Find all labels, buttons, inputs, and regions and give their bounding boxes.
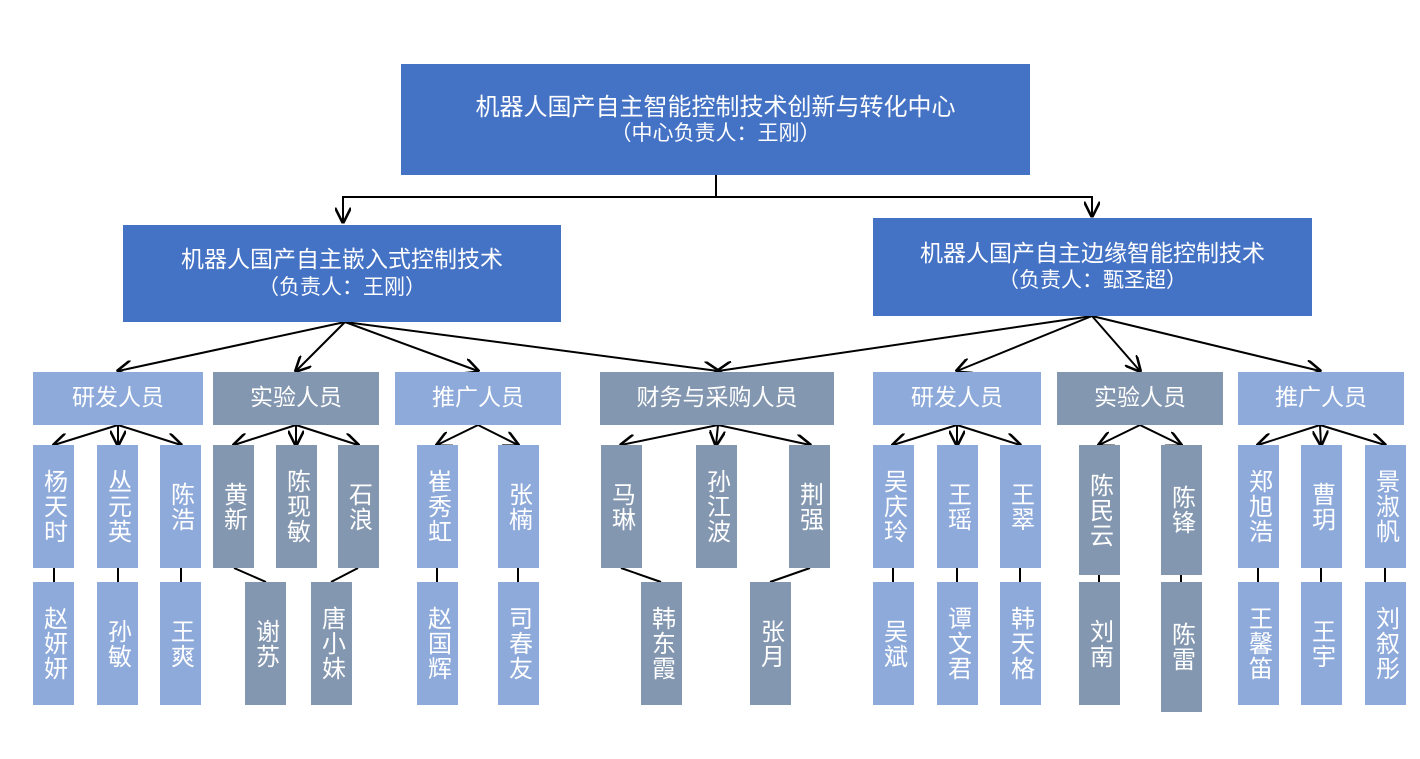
- center-title: 机器人国产自主智能控制技术创新与转化中心: [475, 92, 956, 121]
- person-box: 吴斌: [873, 582, 914, 705]
- person-box: 王瑶: [937, 445, 978, 568]
- person-box: 刘南: [1079, 582, 1120, 705]
- person-box: 景淑帆: [1365, 445, 1406, 568]
- person-box: 张楠: [498, 445, 539, 568]
- role-right-rd: 研发人员: [873, 372, 1041, 425]
- person-box: 马琳: [601, 445, 642, 568]
- right-branch-leader: （负责人：甄圣超）: [998, 268, 1187, 293]
- person-box: 谢苏: [245, 582, 286, 705]
- person-box: 郑旭浩: [1238, 445, 1279, 568]
- person-box: 韩东霞: [641, 582, 682, 705]
- person-box: 崔秀虹: [417, 445, 458, 568]
- role-shared-finance: 财务与采购人员: [600, 372, 834, 425]
- left-branch-leader: （负责人：王刚）: [258, 274, 426, 299]
- person-box: 王爽: [160, 582, 201, 705]
- left-branch-box: 机器人国产自主嵌入式控制技术 （负责人：王刚）: [123, 225, 561, 322]
- person-box: 黄新: [213, 445, 254, 568]
- role-right-promo: 推广人员: [1238, 372, 1404, 425]
- person-box: 王翠: [1000, 445, 1041, 568]
- center-leader: （中心负责人：王刚）: [610, 121, 821, 146]
- right-branch-box: 机器人国产自主边缘智能控制技术 （负责人：甄圣超）: [873, 218, 1312, 316]
- person-box: 王馨笛: [1238, 582, 1279, 705]
- person-box: 曹玥: [1301, 445, 1342, 568]
- person-box: 司春友: [498, 582, 539, 705]
- person-box: 赵妍妍: [33, 582, 74, 705]
- center-box: 机器人国产自主智能控制技术创新与转化中心 （中心负责人：王刚）: [401, 64, 1030, 175]
- person-box: 陈浩: [160, 445, 201, 568]
- person-box: 张月: [750, 582, 791, 705]
- person-box: 孙江波: [696, 445, 737, 568]
- person-box: 韩天格: [1000, 582, 1041, 705]
- person-box: 王宇: [1301, 582, 1342, 705]
- person-box: 陈民云: [1079, 445, 1120, 575]
- role-left-promo: 推广人员: [395, 372, 561, 425]
- person-box: 石浪: [338, 445, 379, 568]
- person-box: 杨天时: [33, 445, 74, 568]
- person-box: 荆强: [789, 445, 830, 568]
- person-box: 吴庆玲: [873, 445, 914, 568]
- person-box: 陈锋: [1161, 445, 1202, 575]
- role-right-lab: 实验人员: [1057, 372, 1223, 425]
- person-box: 刘叙彤: [1365, 582, 1406, 705]
- person-box: 丛元英: [97, 445, 138, 568]
- person-box: 唐小妹: [311, 582, 352, 705]
- role-left-rd: 研发人员: [33, 372, 203, 425]
- person-box: 孙敏: [97, 582, 138, 705]
- person-box: 赵国辉: [417, 582, 458, 705]
- right-branch-title: 机器人国产自主边缘智能控制技术: [920, 240, 1265, 267]
- person-box: 陈现敏: [276, 445, 317, 568]
- person-box: 陈雷: [1161, 582, 1202, 712]
- left-branch-title: 机器人国产自主嵌入式控制技术: [181, 247, 503, 274]
- role-left-lab: 实验人员: [213, 372, 379, 425]
- person-box: 谭文君: [937, 582, 978, 705]
